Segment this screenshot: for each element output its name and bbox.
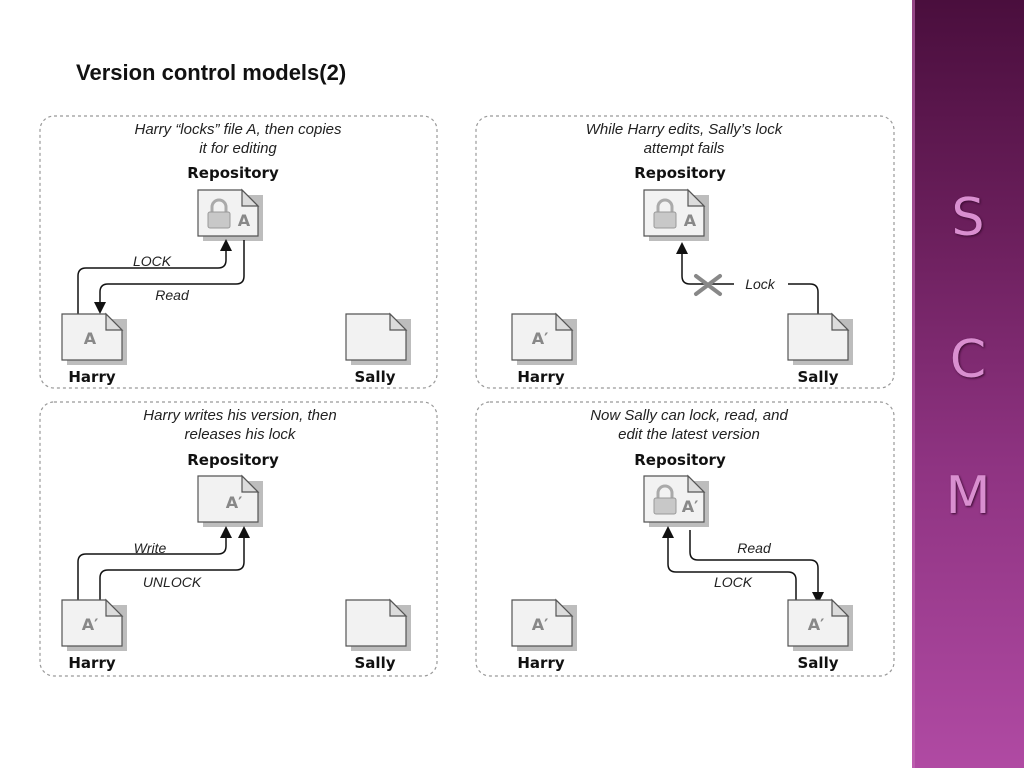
sidebar-band <box>912 0 1024 768</box>
panel-2-caption-line1: While Harry edits, Sally’s lock <box>586 121 784 138</box>
panel-3-repository-doc: A′ <box>197 475 264 528</box>
panel-4-repository-doc-label: A′ <box>682 497 699 516</box>
sidebar-edge <box>912 0 915 768</box>
panel-4-sally-label: Sally <box>798 654 839 672</box>
panel-2-sally-doc <box>787 313 854 366</box>
panel-2-lock-line-right <box>788 283 819 314</box>
panel-4-harry-doc: A′ <box>511 599 578 652</box>
panel-3-repository-doc-label: A′ <box>226 493 243 512</box>
panel-1-harry-doc-label: A <box>84 329 97 348</box>
panel-4-harry-doc-label: A′ <box>532 615 549 634</box>
panel-2-harry-doc: A′ <box>511 313 578 366</box>
panel-2-repository-doc-label: A <box>684 211 697 230</box>
panel-1-caption-line1: Harry “locks” file A, then copies <box>134 121 342 138</box>
panel-3-write-arrow <box>77 526 232 602</box>
panel-3-sally-label: Sally <box>355 654 396 672</box>
panel-1-read-label: Read <box>155 287 190 303</box>
panel-4-caption-line2: edit the latest version <box>618 426 760 443</box>
panel-1-harry-label: Harry <box>68 368 115 386</box>
panel-2-caption-line2: attempt fails <box>644 140 725 157</box>
panel-4-lock-arrow <box>662 526 797 600</box>
panel-3-write-label: Write <box>134 540 167 556</box>
panel-2: While Harry edits, Sally’s lock attempt … <box>475 115 895 389</box>
panel-2-lock-line-left <box>676 242 734 285</box>
panel-4-sally-doc-label: A′ <box>808 615 825 634</box>
panel-4-frame <box>475 401 895 677</box>
panel-2-repository-doc: A <box>643 189 710 242</box>
panel-2-harry-doc-label: A′ <box>532 329 549 348</box>
panel-4-sally-doc: A′ <box>787 599 854 652</box>
panel-3-frame <box>39 401 438 677</box>
panel-4: Now Sally can lock, read, and edit the l… <box>475 401 895 677</box>
panel-2-fail-x-icon <box>694 274 722 296</box>
panel-1-caption-line2: it for editing <box>199 140 277 157</box>
panel-1-sally-doc <box>345 313 412 366</box>
panel-1-frame <box>39 115 438 389</box>
panel-2-repository-label: Repository <box>634 164 726 182</box>
panel-1-sally-label: Sally <box>355 368 396 386</box>
sidebar-letter-s: S <box>951 188 985 248</box>
panel-3-caption-line1: Harry writes his version, then <box>143 407 336 424</box>
panel-3-harry-doc-label: A′ <box>82 615 99 634</box>
panel-1-repository-doc: A <box>197 189 264 242</box>
panel-4-repository-doc: A′ <box>643 475 710 528</box>
panel-1-repository-doc-label: A <box>238 211 251 230</box>
slide-title: Version control models(2) <box>76 60 347 85</box>
panel-2-lock-label: Lock <box>745 276 776 292</box>
panel-1-read-arrow <box>94 240 245 314</box>
panel-3-repository-label: Repository <box>187 451 279 469</box>
panel-3-unlock-label: UNLOCK <box>143 574 202 590</box>
panel-2-harry-label: Harry <box>517 368 564 386</box>
panel-4-harry-label: Harry <box>517 654 564 672</box>
panel-1: Harry “locks” file A, then copies it for… <box>39 115 438 389</box>
panel-3-unlock-arrow <box>99 526 250 602</box>
panel-3-caption-line2: releases his lock <box>185 426 297 443</box>
panel-2-sally-label: Sally <box>798 368 839 386</box>
panel-3-sally-doc <box>345 599 412 652</box>
panel-4-lock-label: LOCK <box>714 574 753 590</box>
sidebar-letter-m: M <box>945 466 991 526</box>
panel-4-read-label: Read <box>737 540 772 556</box>
panel-1-harry-doc: A <box>61 313 128 366</box>
sidebar-letter-c: C <box>949 330 987 390</box>
panel-3-harry-doc: A′ <box>61 599 128 652</box>
panel-2-frame <box>475 115 895 389</box>
panel-4-repository-label: Repository <box>634 451 726 469</box>
panel-1-lock-label: LOCK <box>133 253 172 269</box>
panel-1-repository-label: Repository <box>187 164 279 182</box>
panel-4-read-arrow <box>689 530 824 604</box>
panel-4-caption-line1: Now Sally can lock, read, and <box>590 407 788 424</box>
panel-3: Harry writes his version, then releases … <box>39 401 438 677</box>
panel-1-lock-arrow <box>77 239 232 316</box>
panel-3-harry-label: Harry <box>68 654 115 672</box>
